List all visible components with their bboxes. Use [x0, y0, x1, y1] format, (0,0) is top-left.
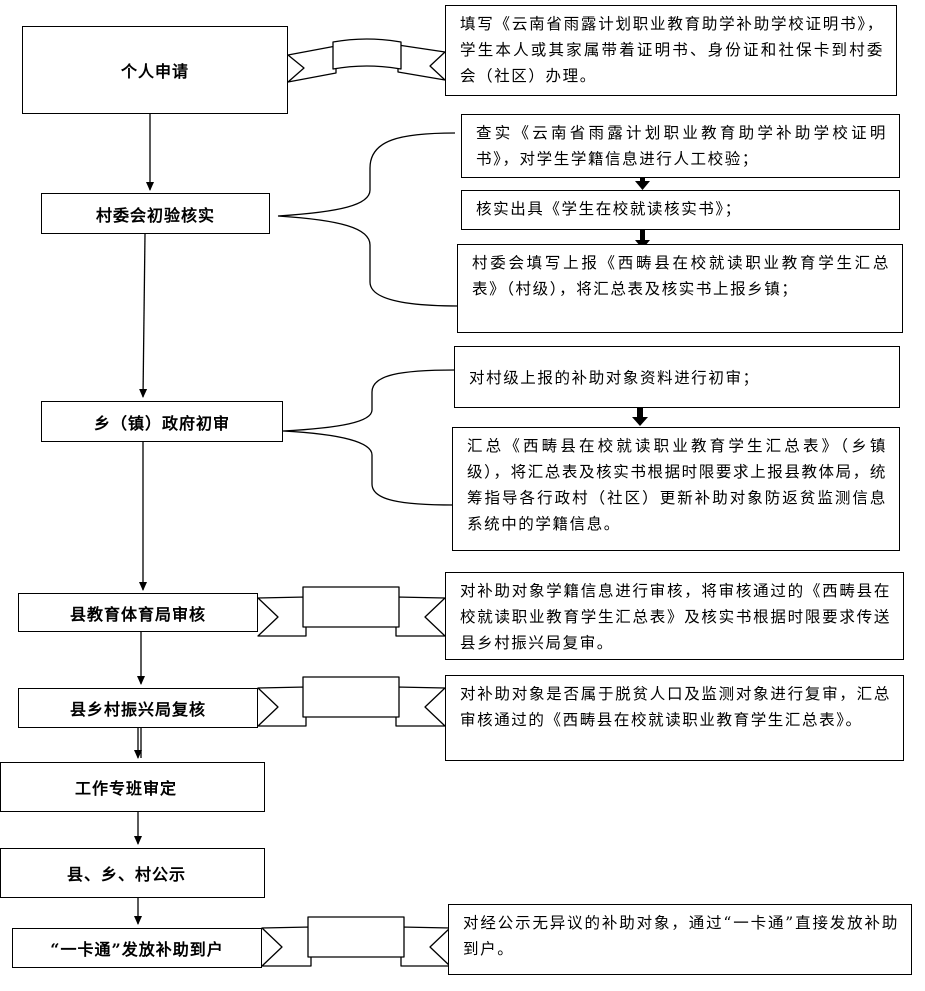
step-county-revitalization-recheck: 县乡村振兴局复核 [18, 688, 258, 728]
note-county-revitalization: 对补助对象是否属于脱贫人口及监测对象进行复审，汇总审核通过的《西畴县在校就读职业… [445, 675, 904, 761]
ribbon-s5 [257, 676, 446, 727]
ribbon-s1 [287, 38, 446, 83]
brace-s3 [282, 369, 456, 506]
step-personal-application: 个人申请 [22, 26, 288, 114]
step-township-review: 乡（镇）政府初审 [41, 401, 283, 442]
note-card-payment: 对经公示无异议的补助对象，通过“一卡通”直接发放补助到户。 [448, 904, 912, 975]
step-village-verification: 村委会初验核实 [41, 193, 270, 234]
step-county-education-review: 县教育体育局审核 [18, 593, 258, 632]
note-township-summary: 汇总《西畴县在校就读职业教育学生汇总表》（乡镇级），将汇总表及核实书根据时限要求… [452, 427, 900, 551]
step-card-payment: “一卡通”发放补助到户 [12, 928, 262, 968]
step-task-force-approval: 工作专班审定 [0, 762, 265, 812]
arrow-s2-s3 [139, 233, 148, 398]
step-public-announcement: 县、乡、村公示 [0, 848, 265, 898]
thick-arrow-n3a-n3b [632, 408, 648, 426]
note-village-summary: 村委会填写上报《西畴县在校就读职业教育学生汇总表》（村级），将汇总表及核实书上报… [457, 244, 903, 333]
note-application: 填写《云南省雨露计划职业教育助学补助学校证明书》，学生本人或其家属带着证明书、身… [445, 5, 897, 96]
note-issue-verification: 核实出具《学生在校就读核实书》； [461, 190, 900, 230]
note-check-certificate: 查实《云南省雨露计划职业教育助学补助学校证明书》，对学生学籍信息进行人工校验； [461, 114, 900, 178]
note-county-education: 对补助对象学籍信息进行审核，将审核通过的《西畴县在校就读职业教育学生汇总表》及核… [445, 572, 904, 660]
ribbon-s4 [257, 586, 446, 637]
brace-s2 [277, 132, 459, 307]
ribbon-s8 [261, 916, 451, 967]
note-township-initial-review: 对村级上报的补助对象资料进行初审； [454, 346, 900, 408]
